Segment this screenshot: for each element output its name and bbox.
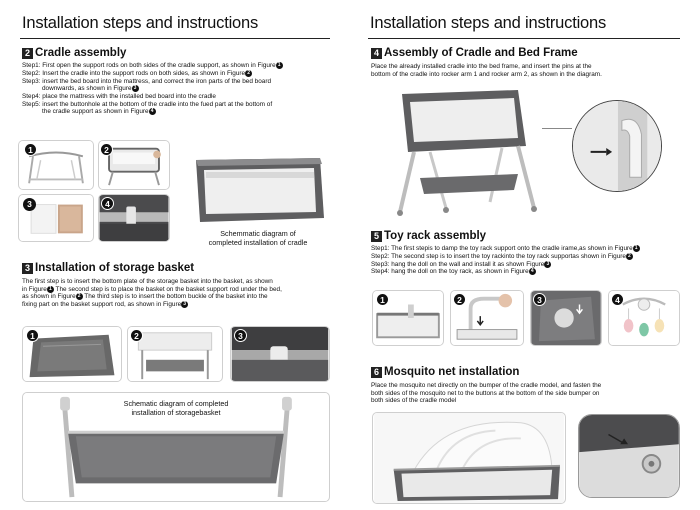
left-page-title: Installation steps and instructions [22, 14, 259, 32]
frame-detail-image [572, 100, 662, 192]
cradle-step: Step3: insert the bed board into the mat… [22, 77, 272, 85]
cradle-figure-3-image [18, 194, 94, 242]
toy-rack-heading: 5 Toy rack assembly [371, 230, 486, 242]
figure-badge: 4 [611, 293, 624, 306]
cradle-frame-image [390, 86, 540, 218]
completed-cradle-image [188, 150, 328, 230]
toy-step: Step1: The first stepis to damp the toy … [371, 245, 640, 253]
figure-ref: 2 [625, 252, 633, 260]
figure-badge: 1 [376, 293, 389, 306]
right-title-rule [368, 38, 680, 39]
completed-basket-image [22, 392, 330, 502]
figure-badge: 4 [101, 197, 114, 210]
storage-basket-instructions: The first step is to insert the bottom p… [22, 278, 282, 309]
figure-ref: 1 [632, 245, 640, 252]
mosquito-net-title: Mosquito net installation [384, 366, 520, 378]
figure-ref: 2 [245, 69, 253, 77]
section-number-6: 6 [371, 366, 382, 378]
figure-badge: 3 [23, 198, 36, 211]
net-button-detail-image [578, 414, 680, 498]
section-number-3: 3 [22, 262, 33, 274]
figure-badge: 1 [26, 329, 39, 342]
figure-ref: 3 [181, 301, 189, 309]
toy-figure-3-image [530, 290, 602, 346]
figure-badge: 1 [24, 143, 37, 156]
frame-assembly-instructions: Place the already installed cradle into … [371, 63, 602, 78]
toy-step: Step2: The second step is to insert the … [371, 252, 640, 261]
figure-ref: 1 [46, 285, 54, 293]
cradle-caption: Schemmatic diagram of completed installa… [208, 229, 308, 247]
section-number-5: 5 [371, 230, 382, 242]
figure-badge: 2 [130, 329, 143, 342]
toy-step: Step4: hang the doll on the toy rack, as… [371, 268, 640, 276]
figure-ref: 2 [75, 293, 83, 301]
cradle-figure-4-image [98, 194, 170, 242]
basket-caption: Schematic diagram of completed installat… [123, 399, 229, 417]
basket-figure-3-image [230, 326, 330, 382]
detail-connector-line [542, 128, 572, 129]
right-page: Installation steps and instructions 4 As… [350, 0, 700, 510]
cradle-step: Step4: place the mattress with the insta… [22, 92, 216, 100]
cradle-step: Step2: Insert the cradle into the suppor… [22, 69, 283, 78]
storage-basket-heading: 3 Installation of storage basket [22, 262, 194, 274]
figure-ref: 3 [544, 260, 552, 268]
mosquito-net-image [372, 412, 566, 504]
left-title-rule [20, 38, 330, 39]
cradle-steps: Step1: First open the support rods on bo… [22, 62, 283, 116]
section-number-2: 2 [22, 47, 33, 59]
mosquito-net-heading: 6 Mosquito net installation [371, 366, 519, 378]
cradle-step: Step1: First open the support rods on bo… [22, 62, 283, 70]
basket-figure-2-image [127, 326, 223, 382]
figure-badge: 2 [100, 143, 113, 156]
figure-badge: 3 [533, 293, 546, 306]
toy-rack-steps: Step1: The first stepis to damp the toy … [371, 245, 640, 276]
cradle-step: Step5: insert the buttonhole at the bott… [22, 100, 273, 108]
cradle-assembly-title: Cradle assembly [35, 47, 127, 59]
figure-ref: 3 [131, 85, 139, 93]
cradle-assembly-heading: 2 Cradle assembly [22, 47, 126, 59]
frame-assembly-heading: 4 Assembly of Cradle and Bed Frame [371, 47, 578, 59]
storage-basket-title: Installation of storage basket [35, 262, 195, 274]
figure-ref: 4 [148, 108, 156, 116]
toy-rack-title: Toy rack assembly [384, 230, 487, 242]
left-page: Installation steps and instructions 2 Cr… [18, 14, 330, 502]
frame-assembly-title: Assembly of Cradle and Bed Frame [384, 47, 578, 59]
mosquito-net-instructions: Place the mosquito net directly on the b… [371, 382, 602, 405]
figure-ref: 4 [528, 268, 536, 276]
figure-badge: 2 [453, 293, 466, 306]
section-number-4: 4 [371, 47, 382, 59]
right-page-title: Installation steps and instructions [370, 14, 607, 32]
toy-step: Step3: hang the doll on the wall and ins… [371, 260, 640, 269]
figure-badge: 3 [234, 329, 247, 342]
figure-ref: 1 [275, 62, 283, 69]
